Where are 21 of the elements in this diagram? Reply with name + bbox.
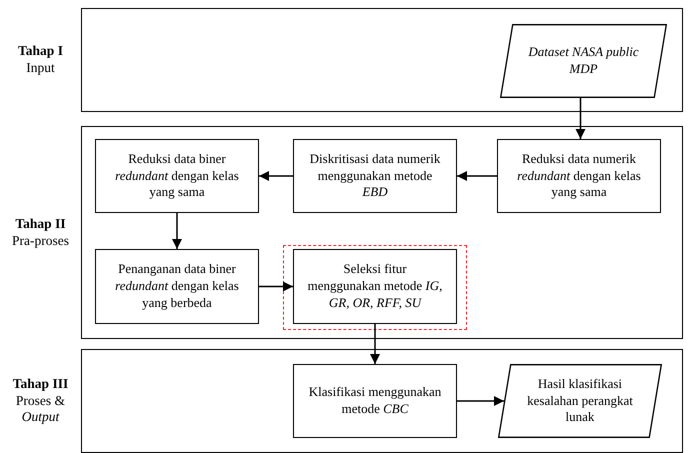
arrow xyxy=(457,396,504,406)
data-parallelogram: Hasil klasifikasi kesalahan perangkat lunak xyxy=(498,364,662,438)
stage-name: Pra-proses xyxy=(12,232,69,250)
process-box: Diskritisasi data numerik menggunakan metode EBD xyxy=(293,139,457,213)
arrow xyxy=(172,213,182,249)
stage-title: Tahap I xyxy=(18,43,63,60)
arrow xyxy=(259,282,293,292)
process-box: Reduksi data numerik redundant dengan kelas yang sama xyxy=(497,139,661,213)
arrow xyxy=(457,171,497,181)
stage-title: Tahap II xyxy=(15,216,66,232)
stage-title: Tahap III xyxy=(12,376,68,393)
process-box: Seleksi fitur menggunakan metode IG, GR, OR, RFF, SU xyxy=(293,249,457,324)
process-box: Klasifikasi menggunakan metode CBC xyxy=(293,364,457,438)
process-box: Penanganan data biner redundant dengan kelas yang berbeda xyxy=(95,249,259,324)
stage-name: Proses & Output xyxy=(14,392,66,426)
data-parallelogram: Dataset NASA public MDP xyxy=(500,24,667,98)
arrow xyxy=(370,324,380,364)
arrow xyxy=(576,98,586,139)
arrow xyxy=(259,171,293,181)
process-box: Reduksi data biner redundant dengan kelas yang sama xyxy=(95,139,259,213)
stage-name: Input xyxy=(26,60,55,77)
